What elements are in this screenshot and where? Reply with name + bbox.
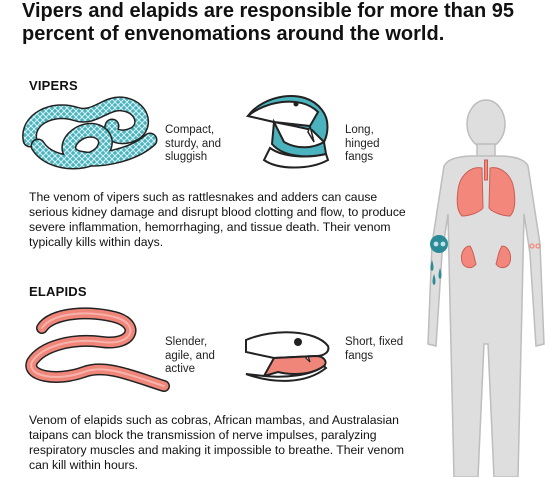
viper-description: The venom of vipers such as rattlesnakes… — [29, 190, 406, 249]
kidneys-icon — [461, 245, 511, 269]
elapid-description: Venom of elapids such as cobras, African… — [29, 413, 405, 472]
elapid-head-fixed-fangs-illustration — [245, 331, 330, 382]
human-body-illustration — [427, 99, 545, 477]
vipers-label: VIPERS — [29, 78, 78, 93]
elapid-body-caption: Slender, agile, and active — [165, 336, 215, 375]
blood-drops-icon — [430, 260, 442, 285]
viper-head-hinged-fangs-illustration — [245, 94, 330, 169]
tissue-damage-icon — [529, 243, 541, 249]
elapid-fang-caption: Short, fixed fangs — [345, 336, 404, 362]
viper-body-caption: Compact, sturdy, and sluggish — [165, 124, 222, 163]
blood-clotting-icon — [430, 235, 448, 253]
viper-coiled-body-illustration — [22, 96, 158, 170]
headline: Vipers and elapids are responsible for m… — [22, 0, 515, 45]
elapid-slender-body-illustration — [25, 307, 170, 392]
lungs-icon — [456, 159, 516, 217]
viper-fang-caption: Long, hinged fangs — [345, 124, 380, 163]
human-silhouette — [427, 99, 545, 477]
elapids-label: ELAPIDS — [29, 284, 87, 299]
